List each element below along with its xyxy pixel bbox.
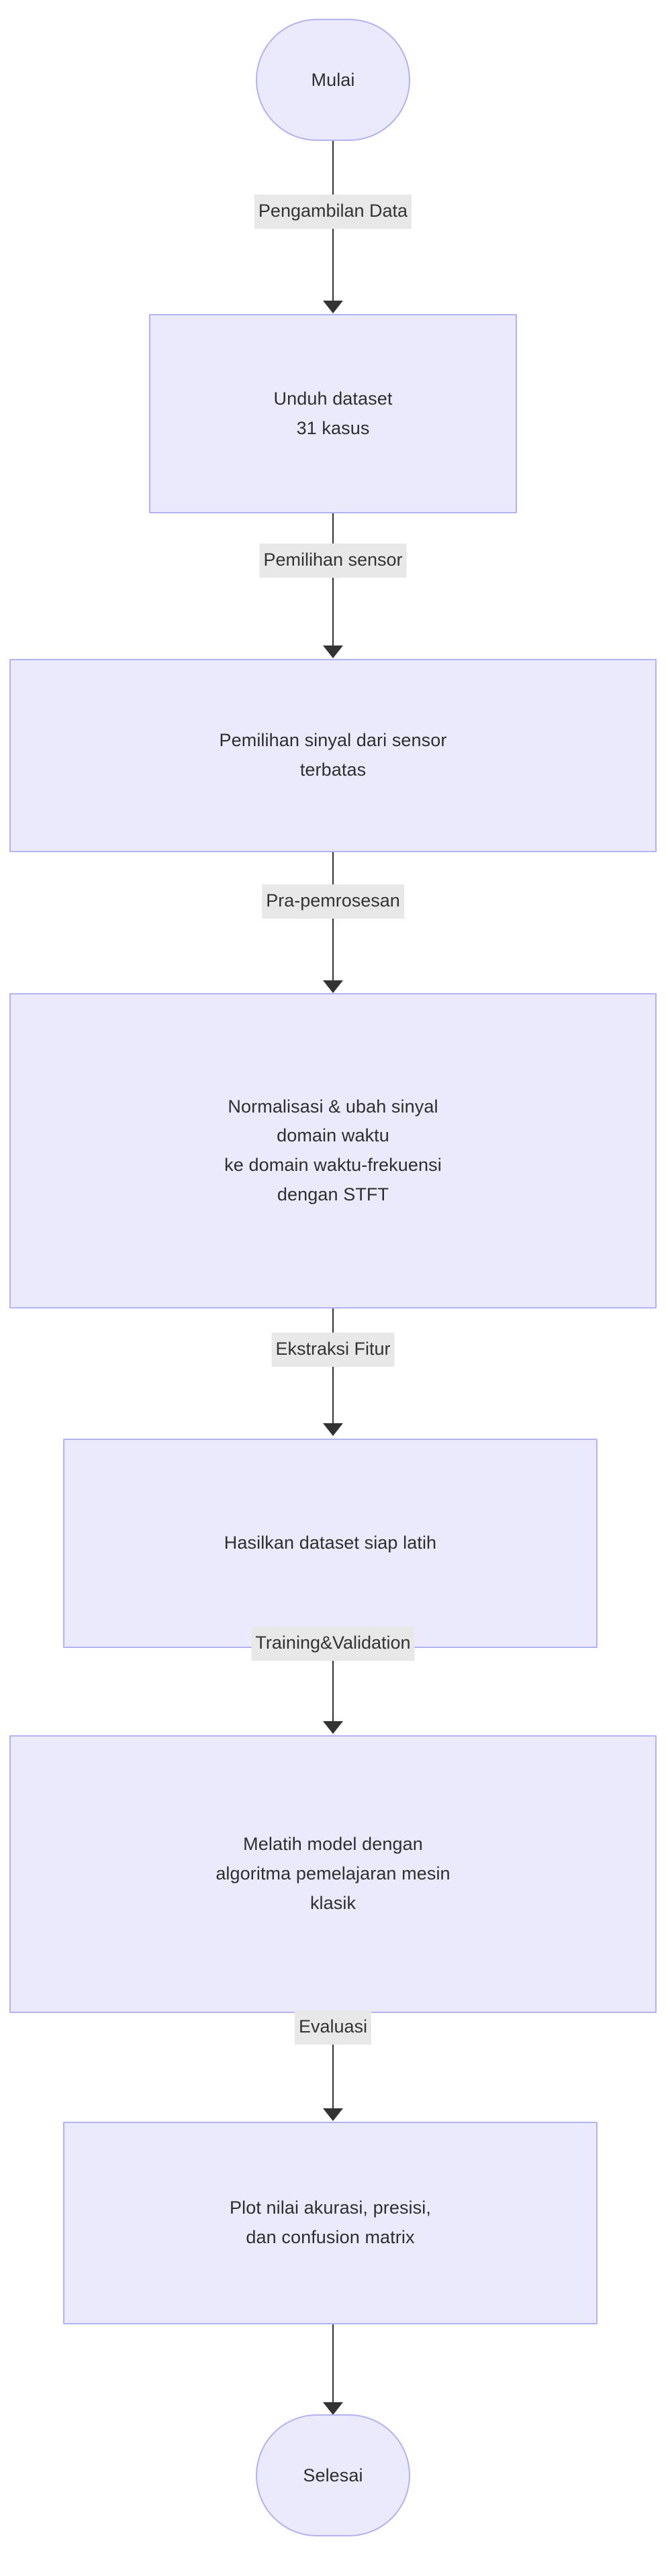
edge-download-to-select-arrowhead [323,646,343,658]
edge-label-ekstraksi-fitur: Ekstraksi Fitur [271,1333,395,1367]
edge-dataset-to-train-line [332,1648,334,1723]
node-select-signal[interactable]: Pemilihan sinyal dari sensor terbatas [9,659,657,852]
edge-preprocess-to-dataset-arrowhead [323,1423,343,1436]
edge-start-to-download-arrowhead [323,301,343,313]
edge-dataset-to-train-arrowhead [323,1721,343,1734]
node-start[interactable]: Mulai [256,19,410,141]
edge-select-to-preprocess-arrowhead [323,980,343,993]
node-training-dataset[interactable]: Hasilkan dataset siap latih [63,1439,598,1648]
node-training-dataset-label: Hasilkan dataset siap latih [224,1533,437,1553]
node-select-signal-label: Pemilihan sinyal dari sensor terbatas [219,730,447,780]
node-evaluate-plot[interactable]: Plot nilai akurasi, presisi, dan confusi… [63,2122,598,2324]
node-end-label: Selesai [303,2465,363,2485]
edge-label-pengambilan-data: Pengambilan Data [254,195,412,229]
edge-label-pemilihan-sensor: Pemilihan sensor [259,544,407,578]
edge-label-evaluasi: Evaluasi [294,2010,372,2045]
node-train-model-label: Melatih model dengan algoritma pemelajar… [216,1834,450,1913]
node-train-model[interactable]: Melatih model dengan algoritma pemelajar… [9,1735,657,2013]
edge-train-to-evaluate-arrowhead [323,2108,343,2121]
node-end[interactable]: Selesai [256,2414,410,2536]
node-preprocess-stft-label: Normalisasi & ubah sinyal domain waktu k… [224,1096,442,1204]
edge-evaluate-to-end-line [332,2324,334,2405]
node-download-dataset[interactable]: Unduh dataset 31 kasus [149,314,517,513]
edge-download-to-select-line [332,513,334,648]
edge-evaluate-to-end-arrowhead [323,2402,343,2415]
node-preprocess-stft[interactable]: Normalisasi & ubah sinyal domain waktu k… [9,993,657,1308]
edge-label-training-validation: Training&Validation [251,1627,415,1661]
edge-preprocess-to-dataset-line [332,1308,334,1426]
edge-label-pra-pemrosesan: Pra-pemrosesan [262,884,404,919]
node-start-label: Mulai [311,69,355,90]
node-download-dataset-label: Unduh dataset 31 kasus [273,388,393,438]
edge-train-to-evaluate-line [332,2013,334,2110]
node-evaluate-plot-label: Plot nilai akurasi, presisi, dan confusi… [230,2198,431,2247]
